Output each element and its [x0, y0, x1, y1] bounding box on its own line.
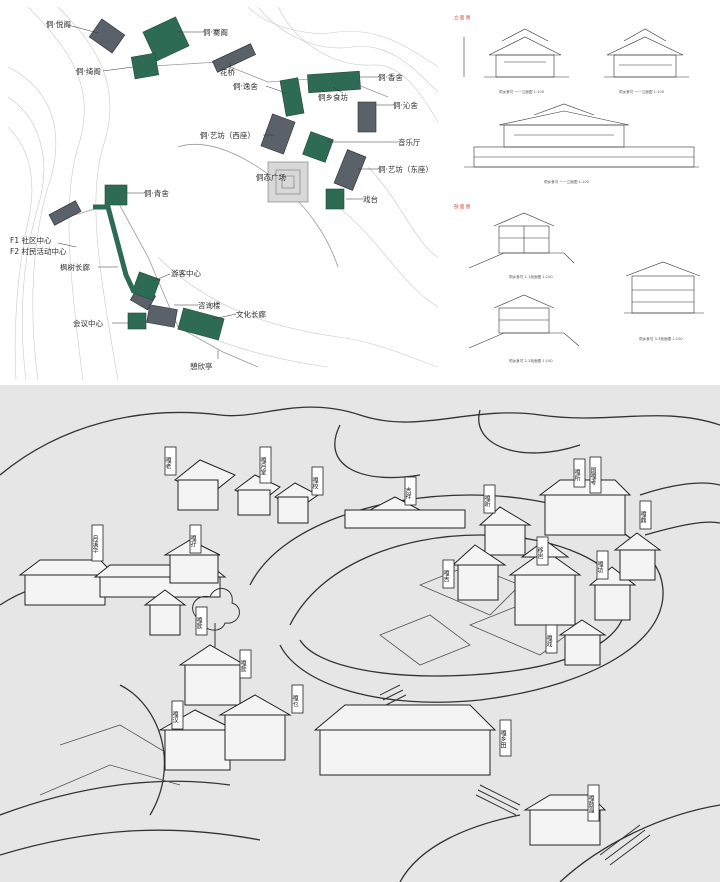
- grey-buildings: [48, 18, 377, 328]
- tag-yuexihua: 月溪华: [91, 535, 98, 554]
- label-youke: 游客中心: [171, 268, 201, 278]
- label-shequ: F1 社区中心: [10, 235, 52, 245]
- tag-gahan: 嘎汉: [171, 711, 178, 724]
- label-xitai: 戏台: [363, 194, 378, 204]
- tag-gaji: 嘎吉: [442, 570, 449, 583]
- label-qingshe: 侗·青舍: [144, 188, 169, 198]
- landscape-lines: [0, 406, 720, 882]
- section-caption-3: 侗乡食坊 3-3剖面图 1:100: [639, 336, 683, 341]
- label-wenhua: 文化长廊: [236, 309, 266, 319]
- section-drawing: 剖 面 图 侗乡食坊 1-1剖面图 1:100 侗乡食坊 2-2剖面图 1:10…: [454, 203, 704, 363]
- tag-gaxi: 嘎戏: [545, 635, 552, 648]
- plaza: [267, 161, 309, 203]
- label-yuege: 侗·悦阁: [46, 19, 71, 29]
- tag-gating: 嘎听: [483, 495, 490, 508]
- label-fengshu: 枫树长廊: [60, 262, 90, 272]
- field-lines: [39, 564, 581, 796]
- section-title: 剖 面 图: [454, 203, 471, 210]
- elevation-drawing: 立 面 图 侗乡食坊 一一立面图 1:100 侗乡食坊 一一立面图 1:100 …: [454, 14, 699, 184]
- tree: [192, 588, 240, 647]
- elevation-1: [463, 28, 569, 78]
- section-caption-1: 侗乡食坊 1-1剖面图 1:100: [509, 274, 553, 279]
- tag-gamie: 嘎乜: [291, 695, 298, 707]
- fengshu-corridor: [93, 204, 137, 294]
- elevation-caption-1: 侗乡食坊 一一立面图 1:100: [499, 89, 545, 94]
- label-qiange: 侗·騫阁: [203, 27, 228, 37]
- label-yinyueting: 音乐厅: [398, 137, 421, 147]
- aerial-sketch-drawing: 嘎老 嘎月堂 嘎校 月溪华 嘎孖 吉祥 嘎听 嘎所 国嘎考 嘎鼎 嘎吉 移岜 嘎…: [0, 406, 720, 882]
- tag-galao: 嘎老: [164, 457, 171, 469]
- tag-gaxiao: 嘎校: [311, 477, 318, 490]
- site-paths: [67, 61, 389, 368]
- tag-yiba: 移岜: [536, 546, 543, 559]
- label-cunmin: F2 村民活动中心: [10, 246, 67, 256]
- site-plan-panel: 侗·悦阁 侗·騫阁 侗·绮阁 花桥 侗·香舍 侗·逸舍 侗乡食坊 侗·沁舍 侗·…: [8, 7, 438, 380]
- tag-gafang: 嘎坊: [596, 561, 603, 574]
- aerial-buildings: [18, 459, 662, 846]
- tag-gading: 嘎鼎: [639, 511, 646, 524]
- label-xiangshe: 侗·香舍: [378, 72, 403, 82]
- label-zixun: 咨询楼: [198, 300, 221, 310]
- label-huiyi: 会议中心: [73, 318, 103, 328]
- label-yifang-west: 侗·艺坊（西座）: [200, 130, 255, 140]
- tag-gayuetang: 嘎月堂: [259, 457, 266, 475]
- label-xiangshifang: 侗乡食坊: [318, 92, 348, 102]
- aerial-sketch-panel: 嘎老 嘎月堂 嘎校 月溪华 嘎孖 吉祥 嘎听 嘎所 国嘎考 嘎鼎 嘎吉 移岜 嘎…: [0, 385, 720, 882]
- elevation-2: [604, 28, 689, 78]
- section-1: [468, 212, 575, 269]
- tag-gakuan-2: 嘎款: [239, 660, 246, 673]
- elevation-caption-3: 侗乡食坊 一一立面图 1:100: [544, 179, 590, 184]
- label-yige: 侗·绮阁: [76, 66, 101, 76]
- stairs: [379, 684, 651, 866]
- elevation-title: 立 面 图: [454, 14, 471, 21]
- section-caption-2: 侗乡食坊 2-2剖面图 1:100: [509, 358, 553, 363]
- elevation-caption-2: 侗乡食坊 一一立面图 1:100: [619, 89, 665, 94]
- section-panel: 剖 面 图 侗乡食坊 1-1剖面图 1:100 侗乡食坊 2-2剖面图 1:10…: [444, 198, 712, 380]
- tag-gasuo: 嘎所: [573, 469, 580, 482]
- elevation-panel: 立 面 图 侗乡食坊 一一立面图 1:100 侗乡食坊 一一立面图 1:100 …: [444, 7, 712, 193]
- label-huaqiao: 花桥: [220, 67, 235, 77]
- tag-gazi: 嘎孖: [189, 535, 196, 547]
- site-plan-drawing: 侗·悦阁 侗·騫阁 侗·绮阁 花桥 侗·香舍 侗·逸舍 侗乡食坊 侗·沁舍 侗·…: [8, 7, 438, 380]
- section-2: [468, 294, 580, 349]
- tag-gaxiangtian: 嘎乡田: [499, 730, 506, 749]
- tag-jixiang: 吉祥: [404, 487, 411, 500]
- tag-guogakao: 国嘎考: [589, 467, 596, 486]
- tag-gaguliu: 嘎鼓溜: [587, 795, 594, 814]
- tag-gakuan-1: 嘎款: [195, 617, 202, 630]
- aerial-tags: 嘎老 嘎月堂 嘎校 月溪华 嘎孖 吉祥 嘎听 嘎所 国嘎考 嘎鼎 嘎吉 移岜 嘎…: [91, 446, 652, 822]
- green-buildings: [104, 16, 361, 341]
- label-xixin: 憩欣亭: [190, 361, 213, 371]
- label-qinshe: 侗·沁舍: [393, 100, 418, 110]
- label-tongtaiguangchang: 侗态广场: [256, 172, 286, 182]
- leader-lines: [57, 24, 398, 359]
- label-yifang-east: 侗·艺坊（东座）: [378, 164, 433, 174]
- elevation-3: [464, 103, 699, 168]
- section-3: [624, 261, 704, 314]
- label-yishe: 侗·逸舍: [233, 81, 258, 91]
